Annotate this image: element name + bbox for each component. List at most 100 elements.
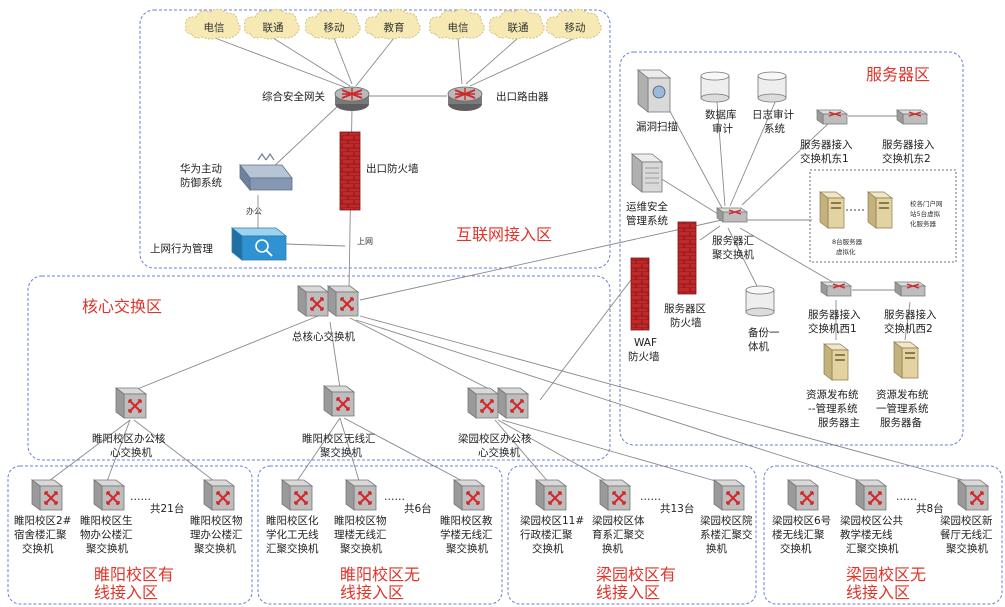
z3-s2-label: 换机 (602, 542, 623, 555)
z1-s1-label: 宿舍楼汇聚 (14, 528, 67, 541)
ads-device-icon (239, 152, 293, 192)
z2-s1-label: 睢阳校区化 (266, 514, 319, 527)
zone-core-box (27, 275, 611, 461)
z1-s1-label: 交换机 (22, 542, 54, 555)
count-label: 共13台 (660, 502, 694, 515)
zone-internet-title: 互联网接入区 (456, 225, 552, 244)
zone-z1-box (7, 465, 253, 605)
z1-s2-label: 物办公楼汇 (80, 528, 133, 541)
server-agg-label-1: 服务器汇 (712, 234, 754, 247)
exit-firewall-label: 出口防火墙 (366, 162, 419, 175)
z4-s1-label: 交换机 (780, 542, 812, 555)
waf-firewall-icon (630, 257, 650, 331)
ops-label-2: 管理系统 (626, 214, 668, 227)
virt-label-5: 化服务器 (910, 219, 937, 228)
server-agg-switch-icon (716, 207, 748, 223)
db-audit-icon (700, 71, 730, 103)
ops-audit-icon (630, 153, 664, 193)
agg-a3-label-2: 心交换机 (478, 446, 520, 459)
zone-core-title: 核心交换区 (82, 297, 162, 316)
res1-label-1: 资源发布统 (806, 388, 859, 401)
gateway-label: 综合安全网关 (262, 90, 325, 103)
dots-label: …… (130, 491, 151, 503)
agg-a1-label-2: 心交换机 (110, 446, 152, 459)
cloud-label: 移动 (565, 21, 586, 34)
isp-clouds: 电信 联通 移动 教育 电信 联通 移动 (185, 8, 602, 40)
z4-s2-label: 教学楼无线 (840, 528, 893, 541)
agg-switch-a2-icon (323, 385, 355, 417)
agg-a2-label-2: 聚交换机 (320, 446, 362, 459)
ads-label-2: 防御系统 (180, 176, 222, 189)
res1-label-3: 服务器主 (818, 416, 860, 429)
agg-switch-a3-icon (497, 387, 529, 419)
office-label: 办公 (246, 206, 262, 216)
z1-s1-label: 睢阳校区2# (14, 514, 71, 527)
virtual-server-icon (867, 191, 893, 229)
z2-s3-label: 睢阳校区教 (440, 514, 493, 527)
z3-s2-label: 梁园校区体 (592, 514, 645, 527)
zone-internet-box (139, 9, 611, 269)
zone-z3: …… 共13台 梁园校区11# 行政楼汇聚 交换机 梁园校区体 育系汇聚交 换机… (520, 479, 753, 602)
resource-server-backup-icon (893, 341, 919, 379)
z4-s2-label: 梁园校区公共 (840, 514, 903, 527)
z4-s1-label: 楼无线汇聚 (772, 528, 825, 541)
log-audit-label-1: 日志审计 (752, 108, 794, 121)
backup-appliance-icon (745, 285, 775, 317)
cloud-label: 联通 (508, 22, 529, 34)
zone-z4-title: 线接入区 (846, 583, 910, 602)
count-label: 共6台 (404, 502, 432, 515)
core-switch-icon (297, 285, 329, 317)
z3-s3-label: 梁园校区院 (700, 514, 753, 527)
z1-s3-label: 聚交换机 (194, 542, 236, 555)
db-audit-label-2: 审计 (712, 122, 733, 135)
srv-fw-label-2: 防火墙 (670, 316, 702, 329)
zone-z2-title: 睢阳校区无 (340, 565, 420, 584)
vuln-scan-icon (636, 69, 672, 113)
agg-switch-a3-icon (467, 387, 499, 419)
behavior-label: 上网行为管理 (150, 242, 213, 255)
zone-z1-title: 睢阳校区有 (94, 565, 174, 584)
gateway-router-icon (334, 86, 370, 112)
z2-s2-label: 理楼无线汇 (334, 528, 387, 541)
agg-a2-label-1: 睢阳校区无线汇 (302, 432, 376, 445)
backup-label-1: 备份一 (748, 326, 780, 339)
zone-z4-box (763, 465, 1003, 605)
virt-label-3: 校各门户网 (910, 199, 943, 208)
agg-a1-label-1: 睢阳校区办公核 (92, 432, 166, 445)
z2-s2-label: 睢阳校区物 (334, 514, 387, 527)
connection-lines (44, 37, 971, 485)
server-agg-label-2: 聚交换机 (712, 248, 754, 261)
z1-s3-label: 睢阳校区物 (190, 514, 243, 527)
exit-router-icon (447, 86, 483, 112)
core-switch-icon (327, 285, 359, 317)
server-east1-switch-icon (816, 109, 848, 125)
z4-s3-label: 梁园校区新 (940, 514, 993, 527)
z4-s3-label: 聚交换机 (946, 542, 988, 555)
z4-s1-label: 梁园校区6号 (772, 514, 831, 527)
ops-label-1: 运维安全 (626, 200, 668, 213)
zone-server-title: 服务器区 (866, 65, 930, 84)
server-west2-switch-icon (894, 281, 926, 297)
dots-label: …… (384, 491, 405, 503)
z2-s1-label: 汇聚交换机 (266, 542, 319, 555)
virtualization-box (809, 169, 957, 263)
cloud-label: 电信 (204, 21, 225, 34)
agg-a3-label-1: 梁园校区办公核 (458, 432, 532, 445)
west2-label-1: 服务器接入 (884, 308, 937, 321)
west1-label-2: 交换机西1 (808, 322, 857, 335)
waf-label-2: 防火墙 (628, 350, 660, 363)
z4-s2-label: 汇聚交换机 (846, 542, 899, 555)
cloud-label: 教育 (384, 21, 405, 34)
west2-label-2: 交换机西2 (884, 322, 933, 335)
count-label: 共8台 (916, 502, 944, 515)
res2-label-2: 一管理系统 (876, 402, 929, 415)
waf-label-1: WAF (634, 337, 657, 349)
exit-router-label: 出口路由器 (496, 90, 549, 103)
count-label: 共21台 (150, 502, 184, 515)
cloud-label: 联通 (263, 22, 284, 34)
west1-label-1: 服务器接入 (808, 308, 861, 321)
z3-s3-label: 换机 (706, 542, 727, 555)
z2-s3-label: 学楼无线汇 (440, 528, 493, 541)
ads-label-1: 华为主动 (180, 162, 222, 175)
